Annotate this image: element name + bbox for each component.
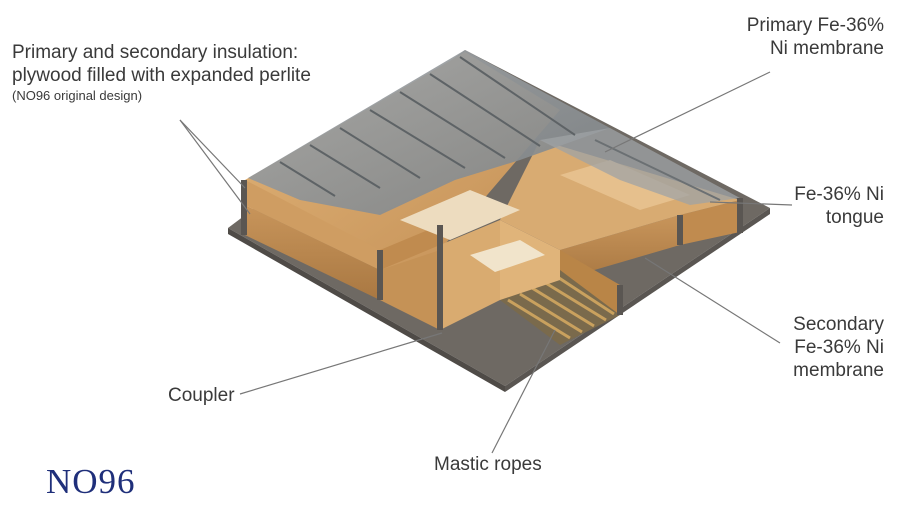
tongue-label: Fe-36% Ni tongue: [794, 183, 884, 229]
tongue-label-line1: Fe-36% Ni: [794, 184, 884, 205]
primary-membrane-label-line1: Primary Fe-36%: [746, 15, 884, 36]
insulation-label: Primary and secondary insulation: plywoo…: [12, 41, 311, 105]
secondary-membrane-label-line3: membrane: [793, 360, 884, 381]
primary-membrane-sheet: [248, 50, 740, 215]
primary-membrane-label-line2: Ni membrane: [769, 38, 884, 59]
insulation-label-line3: (NO96 original design): [12, 88, 143, 103]
secondary-membrane-label: Secondary Fe-36% Ni membrane: [793, 313, 884, 382]
coupler-markers: [241, 180, 743, 330]
tongue-label-line2: tongue: [825, 207, 884, 228]
mastic-ropes-label: Mastic ropes: [434, 454, 542, 475]
secondary-membrane-label-line1: Secondary: [793, 314, 884, 335]
no96-caption: NO96: [46, 462, 136, 501]
insulation-label-line1: Primary and secondary insulation:: [12, 42, 299, 63]
secondary-insulation-boxes: [245, 200, 740, 330]
primary-membrane-label: Primary Fe-36% Ni membrane: [747, 14, 884, 60]
insulation-label-line2: plywood filled with expanded perlite: [12, 65, 311, 86]
secondary-membrane-label-line2: Fe-36% Ni: [794, 337, 884, 358]
coupler-label: Coupler: [168, 385, 235, 406]
leader-lines: [179, 71, 793, 454]
